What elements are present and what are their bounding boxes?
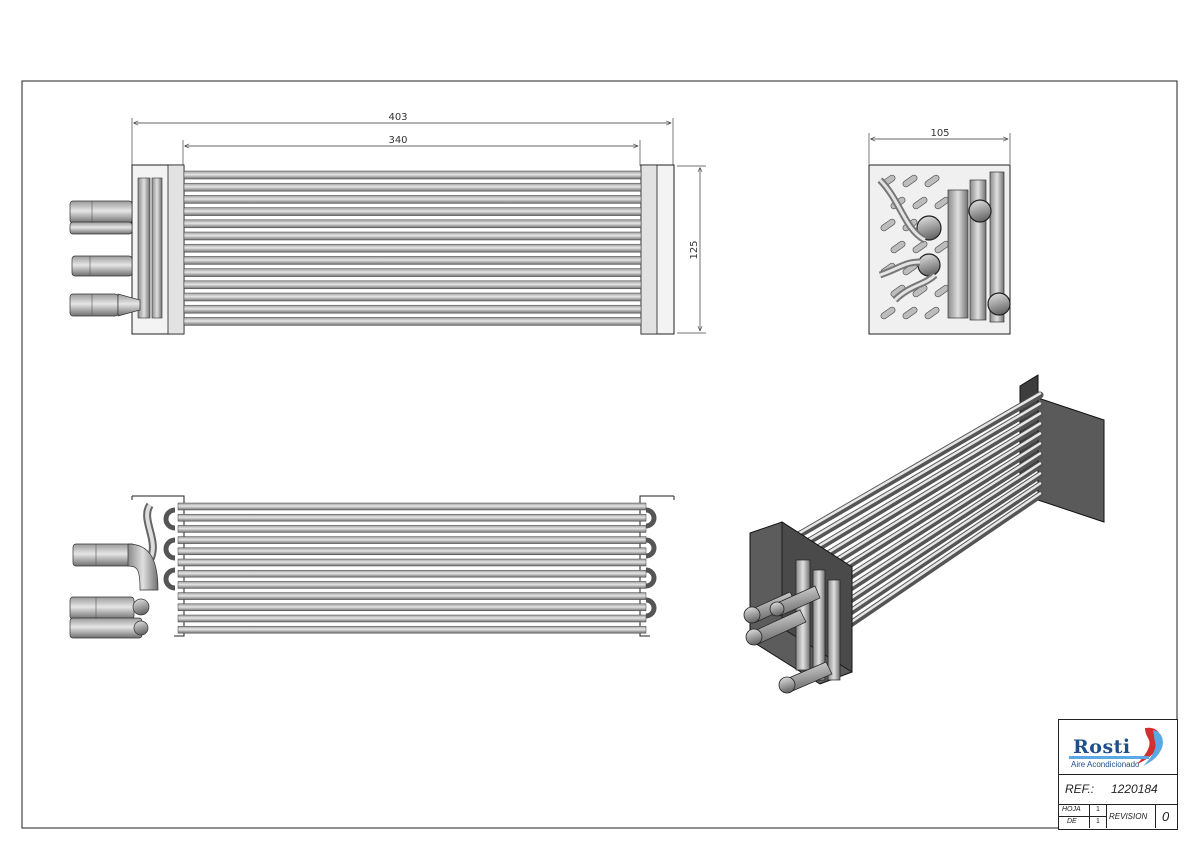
core-tube bbox=[177, 614, 647, 623]
core-tube bbox=[786, 391, 1044, 544]
core-tube bbox=[183, 304, 642, 314]
hoja-label: HOJA bbox=[1062, 806, 1081, 813]
core-tube bbox=[177, 525, 647, 533]
side-pipe-end bbox=[968, 199, 992, 223]
ref-value: 1220184 bbox=[1111, 782, 1158, 796]
side-pipe-end bbox=[916, 215, 942, 241]
side-pipe-end bbox=[917, 253, 941, 277]
core-tube bbox=[183, 195, 642, 204]
core-tube bbox=[789, 411, 1044, 567]
plate-slot bbox=[880, 306, 896, 320]
front-connection-pipes bbox=[69, 200, 141, 317]
plate-slot bbox=[902, 306, 918, 320]
top-connection-pipes bbox=[69, 543, 159, 639]
core-tube bbox=[177, 502, 647, 511]
core-tube bbox=[177, 625, 647, 634]
core-tube bbox=[791, 421, 1044, 578]
plate-slot bbox=[902, 174, 918, 188]
plate-slot bbox=[890, 240, 906, 254]
core-tube bbox=[183, 243, 642, 253]
iso-connection-pipes bbox=[743, 585, 833, 694]
plate-slot bbox=[880, 218, 896, 232]
core-tube bbox=[183, 317, 642, 326]
core-tube bbox=[183, 207, 642, 216]
isometric-view bbox=[743, 374, 1105, 694]
plate-slot bbox=[924, 306, 940, 320]
logo-text: Rosti bbox=[1073, 736, 1131, 758]
hoja-value: 1 bbox=[1096, 806, 1100, 813]
core-tube bbox=[177, 592, 647, 600]
core-tube bbox=[177, 536, 647, 544]
dim-label-105: 105 bbox=[930, 128, 949, 139]
top-core-tubes bbox=[177, 502, 647, 634]
core-tube bbox=[183, 170, 642, 180]
side-view: 105 bbox=[868, 128, 1011, 335]
revision-value: 0 bbox=[1162, 809, 1170, 824]
de-value: 1 bbox=[1096, 818, 1100, 825]
core-tube bbox=[183, 268, 642, 277]
core-tube bbox=[183, 280, 642, 290]
dim-label-340: 340 bbox=[388, 135, 407, 146]
core-tube bbox=[183, 256, 642, 265]
title-block: Rosti Aire Acondicionado REF.: 1220184 H… bbox=[1058, 719, 1178, 830]
front-view: 403 340 125 bbox=[69, 112, 706, 335]
core-tube bbox=[177, 603, 647, 612]
plate-slot bbox=[924, 174, 940, 188]
company-subtitle: Aire Acondicionado bbox=[1071, 760, 1140, 769]
core-tube bbox=[177, 558, 647, 567]
side-pipe-end bbox=[987, 292, 1011, 316]
core-tube bbox=[183, 219, 642, 229]
de-label: DE bbox=[1067, 818, 1077, 825]
top-view bbox=[69, 495, 675, 639]
core-tube bbox=[788, 401, 1044, 555]
core-tube bbox=[177, 513, 647, 522]
core-tube bbox=[183, 292, 642, 302]
core-tube bbox=[177, 581, 647, 589]
dim-label-125: 125 bbox=[689, 240, 700, 259]
sheet-border bbox=[21, 80, 1178, 829]
logo-mark-icon bbox=[1069, 727, 1163, 766]
dim-label-403: 403 bbox=[388, 112, 407, 123]
plate-slot bbox=[912, 196, 928, 210]
core-tube bbox=[183, 231, 642, 241]
front-core-tubes bbox=[183, 170, 642, 326]
ref-label: REF.: bbox=[1065, 782, 1095, 796]
core-tube bbox=[177, 569, 647, 578]
company-logo: Rosti Aire Acondicionado bbox=[1065, 724, 1171, 770]
iso-back-plate bbox=[1037, 397, 1105, 523]
revision-label: REVISION bbox=[1109, 812, 1148, 821]
core-tube bbox=[177, 547, 647, 556]
plate-slot bbox=[912, 240, 928, 254]
core-tube bbox=[183, 182, 642, 192]
